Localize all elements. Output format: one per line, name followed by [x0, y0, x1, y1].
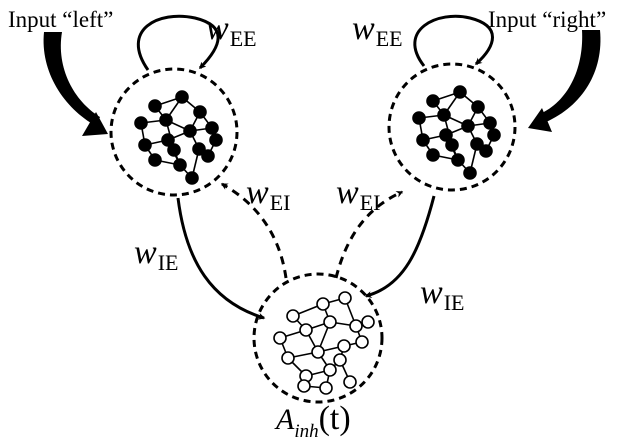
left-net-neuron [175, 90, 189, 104]
inhibitory-activity-label: Ainh(t) [276, 400, 351, 442]
left-net-neuron [193, 105, 207, 119]
left-net-neuron [134, 116, 148, 130]
right-net-neuron [461, 119, 475, 133]
left-population-circle [109, 67, 239, 197]
left-net-neuron [148, 99, 162, 113]
right-net-neuron [439, 128, 453, 142]
inhibitory-net-neuron [273, 331, 287, 345]
left-net-neuron [183, 124, 197, 138]
left-net-neuron [185, 171, 199, 185]
left-net-neuron [148, 153, 162, 167]
inhibitory-net-neuron [337, 339, 351, 353]
left-input-arrow [43, 32, 100, 126]
w-ie-right-label: wIE [420, 274, 465, 315]
left-excitatory-network [134, 90, 223, 185]
inhibitory-net-neuron [323, 315, 337, 329]
right-net-neuron [416, 133, 430, 147]
right-input-arrowhead [528, 108, 552, 132]
right-net-neuron [426, 94, 440, 108]
right-net-neuron [479, 144, 493, 158]
right-net-neuron [426, 148, 440, 162]
right-net-neuron [437, 108, 451, 122]
w-ei-right-label: wEI [336, 174, 381, 215]
input-right-label: Input “right” [488, 7, 607, 32]
right-net-neuron [412, 111, 426, 125]
left-self-loop-arrow [136, 14, 220, 71]
left-net-neuron [159, 113, 173, 127]
right-net-neuron [487, 128, 501, 142]
inhibitory-net-neuron [286, 309, 300, 323]
right-input-arrow [542, 30, 601, 122]
right-self-loop-arrow [413, 14, 494, 67]
w-ee-right-label: wEE [352, 10, 403, 51]
right-net-neuron [445, 138, 459, 152]
inhibitory-net-neuron [355, 335, 369, 349]
w-ie-left-label: wIE [134, 234, 179, 275]
inhibitory-net-neuron [361, 315, 375, 329]
right-net-neuron [483, 116, 497, 130]
left-net-neuron [205, 121, 219, 135]
right-net-neuron [471, 100, 485, 114]
inhibitory-net-neuron [299, 323, 313, 337]
inhibitory-net-neuron [281, 351, 295, 365]
inhibitory-network [273, 291, 375, 395]
inhibitory-net-neuron [316, 297, 330, 311]
inhibitory-net-neuron [311, 345, 325, 359]
left-net-neuron [201, 149, 215, 163]
inhibitory-net-neuron [319, 381, 333, 395]
input-left-label: Input “left” [8, 7, 114, 32]
right-to-inhibitory-arrow [364, 195, 436, 298]
left-net-neuron [209, 133, 223, 147]
inhibitory-to-left-arrow [220, 182, 288, 279]
left-input-arrowhead [82, 112, 108, 136]
w-ei-left-label: wEI [246, 174, 291, 215]
inhibitory-population-circle [252, 272, 384, 404]
right-net-neuron [453, 85, 467, 99]
inhibitory-net-neuron [338, 291, 352, 305]
right-population-circle [387, 62, 517, 192]
left-net-neuron [192, 142, 206, 156]
w-ee-left-label: wEE [206, 10, 257, 51]
inhibitory-net-neuron [323, 363, 337, 377]
left-net-neuron [138, 138, 152, 152]
left-net-neuron [167, 143, 181, 157]
inhibitory-net-neuron [297, 379, 311, 393]
inhibitory-to-right-arrow [334, 190, 404, 279]
left-to-inhibitory-arrow [176, 197, 266, 320]
left-net-neuron [161, 133, 175, 147]
right-excitatory-network [412, 85, 501, 180]
left-net-neuron [173, 158, 187, 172]
inhibitory-net-neuron [349, 319, 363, 333]
right-net-neuron [451, 153, 465, 167]
right-net-neuron [463, 166, 477, 180]
inhibitory-net-neuron [343, 375, 357, 389]
inhibitory-net-neuron [333, 353, 347, 367]
right-net-neuron [470, 137, 484, 151]
